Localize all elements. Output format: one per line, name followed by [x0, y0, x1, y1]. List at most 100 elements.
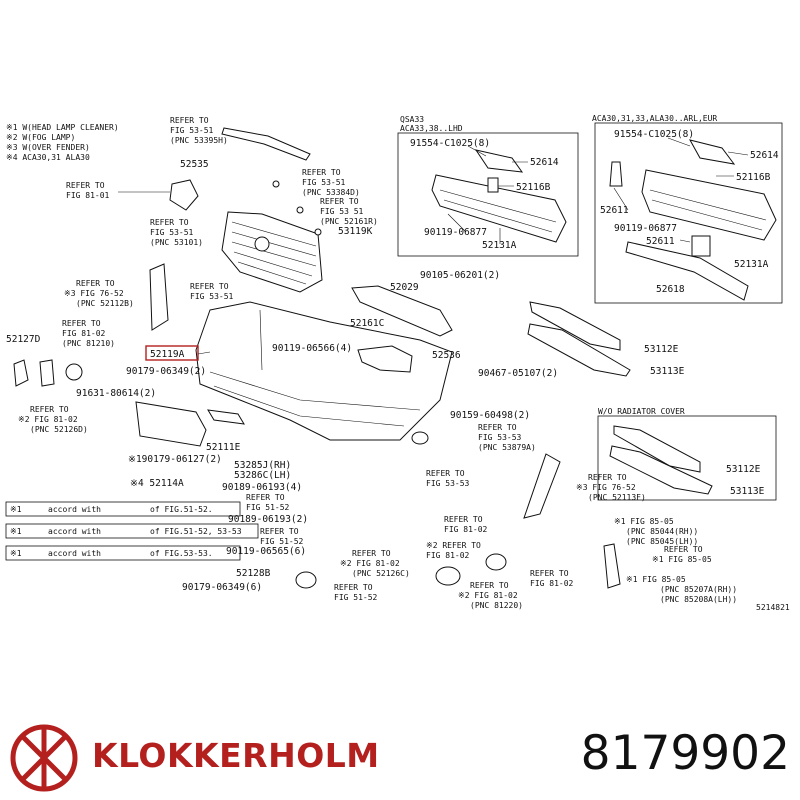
- lower-reinforcement: [625, 241, 749, 301]
- svg-text:※3 FIG 76-52: ※3 FIG 76-52: [576, 483, 636, 492]
- over-fender-part: [149, 263, 169, 331]
- inset-title: ACA30,31,33,ALA30..ARL,EUR: [592, 114, 717, 123]
- fog-lamp-part: [65, 363, 83, 381]
- legend-line: ※4 ACA30,31 ALA30: [6, 153, 90, 162]
- part-number: 90105-06201(2): [420, 270, 500, 281]
- highlighted-part-box: [145, 345, 199, 361]
- upper-molding-part: [221, 127, 311, 161]
- svg-text:※2 FIG 81-02: ※2 FIG 81-02: [340, 559, 400, 568]
- callout-ref-51-52-c: REFER TO FIG 51-52: [334, 583, 378, 602]
- bracket-part: [689, 139, 736, 165]
- part-number: 53286C(LH): [234, 470, 291, 481]
- part-number: 53113E: [650, 366, 685, 377]
- svg-text:REFER TO: REFER TO: [426, 469, 465, 478]
- callout-ref-81-02-d: REFER TO ※2 FIG 81-02 (PNC 52126C): [340, 549, 410, 578]
- part-number: 52614: [750, 150, 779, 161]
- part-number: ※4 52114A: [130, 478, 184, 489]
- absorber-part: [691, 235, 711, 257]
- svg-text:FIG 51-52: FIG 51-52: [246, 503, 290, 512]
- svg-text:of FIG.51-52, 53-53: of FIG.51-52, 53-53: [150, 527, 242, 536]
- callout-ref-53-53-a: REFER TO FIG 53-53 (PNC 53879A): [478, 423, 536, 452]
- part-number: 52536: [432, 350, 461, 361]
- svg-text:REFER TO: REFER TO: [470, 581, 509, 590]
- part-number: 90119-06877: [614, 223, 677, 234]
- svg-text:REFER TO: REFER TO: [478, 423, 517, 432]
- callout-ref-53-53-b: REFER TO FIG 53-53: [426, 469, 470, 488]
- svg-text:FIG 81-02: FIG 81-02: [530, 579, 574, 588]
- part-number: 52535: [180, 159, 209, 170]
- svg-text:REFER TO: REFER TO: [352, 549, 391, 558]
- fog-lamp-opening: [411, 431, 429, 445]
- part-number: 52128B: [236, 568, 271, 579]
- svg-text:REFER TO: REFER TO: [150, 218, 189, 227]
- svg-text:REFER TO: REFER TO: [320, 197, 359, 206]
- svg-text:of FIG.51-52.: of FIG.51-52.: [150, 505, 213, 514]
- inset-frame: [397, 132, 579, 257]
- part-number: 52614: [530, 157, 559, 168]
- svg-text:REFER TO: REFER TO: [588, 473, 627, 482]
- callout-ref-81-02-f: REFER TO FIG 81-02: [530, 569, 574, 588]
- callout-ref-76-52-b: REFER TO ※3 FIG 76-52 (PNC 52113F): [576, 473, 646, 502]
- svg-text:(PNC 85045(LH)): (PNC 85045(LH)): [626, 537, 698, 546]
- inset-title: W/O RADIATOR COVER: [598, 407, 685, 416]
- part-number: 90179-06349(6): [182, 582, 262, 593]
- callout-ref-53-51-c: REFER TO FIG 53-51 (PNC 53384D): [302, 168, 360, 197]
- inset-title: ACA33,38..LHD: [400, 124, 463, 133]
- callout-ref-53-51-d: REFER TO FIG 53 51 (PNC 52161R): [320, 197, 378, 226]
- svg-text:accord with: accord with: [48, 549, 101, 558]
- svg-text:※1 FIG 85-05: ※1 FIG 85-05: [652, 555, 712, 564]
- legend-line: ※1 W(HEAD LAMP CLEANER): [6, 123, 119, 132]
- svg-text:REFER TO: REFER TO: [170, 116, 209, 125]
- svg-text:(PNC 53395H): (PNC 53395H): [170, 136, 228, 145]
- svg-text:REFER TO: REFER TO: [246, 493, 285, 502]
- part-number: 52611: [600, 205, 629, 216]
- footer: KLOKKERHOLM 8179902: [0, 716, 800, 800]
- lower-grille-upper: [529, 301, 621, 351]
- part-number: 91631-80614(2): [76, 388, 156, 399]
- callout-ref-81-01: REFER TO FIG 81-01: [66, 181, 110, 200]
- svg-text:of FIG.53-53.: of FIG.53-53.: [150, 549, 213, 558]
- lower-grille-upper: [613, 425, 701, 473]
- bracket-52114a: [135, 401, 207, 447]
- svg-text:※3 FIG 76-52: ※3 FIG 76-52: [64, 289, 124, 298]
- molding-52111e: [207, 409, 245, 425]
- bracket-52535: [169, 179, 199, 211]
- brand-name: KLOKKERHOLM: [92, 736, 380, 775]
- part-number: 52611: [646, 236, 675, 247]
- part-number: 52131A: [482, 240, 517, 251]
- svg-text:FIG 51-52: FIG 51-52: [334, 593, 378, 602]
- fog-bracket-part: [39, 359, 55, 387]
- note-box: ※1 accord with of FIG.53-53.: [5, 545, 241, 561]
- inset-title: QSA33: [400, 115, 424, 124]
- svg-text:FIG 53-51: FIG 53-51: [150, 228, 194, 237]
- part-number: 53112E: [644, 344, 679, 355]
- svg-text:(PNC 53879A): (PNC 53879A): [478, 443, 536, 452]
- svg-text:FIG 53-53: FIG 53-53: [478, 433, 522, 442]
- svg-text:FIG 53-51: FIG 53-51: [170, 126, 214, 135]
- side-bracket-part: [609, 161, 623, 187]
- headlamp-cleaner-part: [603, 543, 621, 589]
- svg-text:REFER TO: REFER TO: [190, 282, 229, 291]
- part-number: 52116B: [736, 172, 771, 183]
- part-number: 91554-C1025(8): [410, 138, 490, 149]
- svg-text:REFER TO: REFER TO: [334, 583, 373, 592]
- svg-text:REFER TO: REFER TO: [76, 279, 115, 288]
- legend-line: ※3 W(OVER FENDER): [6, 143, 90, 152]
- emblem: [254, 236, 270, 252]
- svg-text:REFER TO: REFER TO: [62, 319, 101, 328]
- callout-ref-85-05-a: ※1 FIG 85-05 (PNC 85044(RH)) (PNC 85045(…: [614, 517, 698, 546]
- svg-text:(PNC 85044(RH)): (PNC 85044(RH)): [626, 527, 698, 536]
- callout-ref-51-52-b: REFER TO FIG 51-52: [260, 527, 304, 546]
- part-number: 52131A: [734, 259, 769, 270]
- svg-text:REFER TO: REFER TO: [260, 527, 299, 536]
- inset-box-aca30: ACA30,31,33,ALA30..ARL,EUR 91554-C1025(8…: [592, 114, 783, 304]
- bracket-52536: [357, 345, 413, 373]
- part-number-highlighted: 52119A: [150, 349, 185, 360]
- part-number: 53285J(RH): [234, 460, 291, 471]
- part-number: 90119-06877: [424, 227, 487, 238]
- part-number: 90119-06565(6): [226, 546, 306, 557]
- part-number: 52116B: [516, 182, 551, 193]
- figure-code: 5214821: [756, 603, 790, 612]
- svg-text:FIG 53-51: FIG 53-51: [302, 178, 346, 187]
- svg-text:※1 FIG 85-05: ※1 FIG 85-05: [626, 575, 686, 584]
